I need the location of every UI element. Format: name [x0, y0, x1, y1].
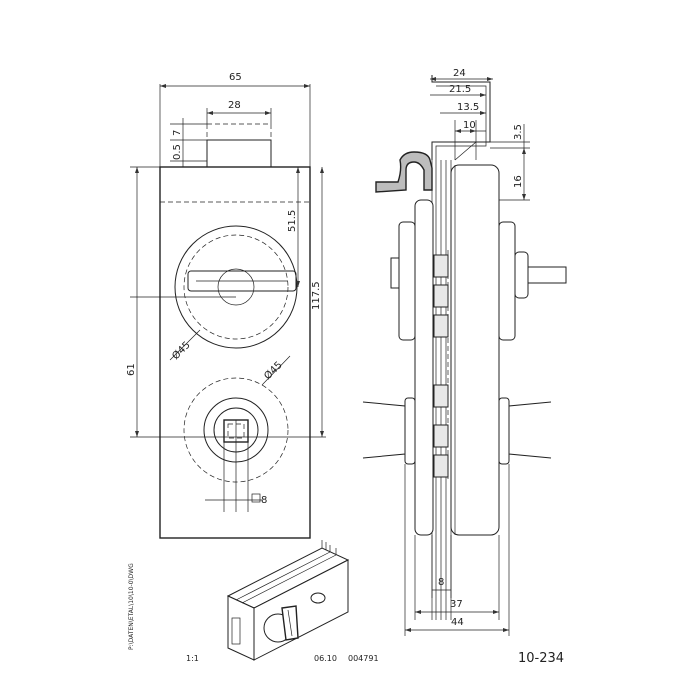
mech-block-2 [433, 284, 449, 308]
spindle-block [206, 139, 272, 168]
dim-center-distance: 61 [126, 363, 137, 376]
turn-knob-shaft [527, 266, 567, 284]
right-rosette-upper [498, 221, 516, 341]
iso-knob-line [287, 609, 293, 637]
mech-block-6 [433, 454, 449, 478]
dim-side-37: 37 [450, 599, 463, 610]
gasket-profile [375, 151, 433, 193]
dim-side-13-5: 13.5 [457, 102, 479, 113]
dim-side-8: 8 [438, 577, 444, 588]
dim-side-24: 24 [453, 68, 466, 79]
dim-depth-51-5: 51.5 [287, 210, 298, 232]
footer-number: 004791 [348, 654, 379, 663]
dim-square: 8 [261, 495, 267, 506]
knob-stub-left [390, 257, 400, 289]
dim-side-10: 10 [463, 120, 476, 131]
footer-code: 10-234 [518, 651, 564, 666]
gasket-clip [431, 75, 491, 160]
lever-handle-right [508, 401, 552, 459]
side-view [362, 75, 567, 620]
turn-knob-hub [217, 268, 255, 306]
housing-left [414, 199, 434, 536]
footer: P:\DATEN\ETAL\10\10-0\DWG 1:1 06.10 0047… [128, 563, 564, 666]
front-view-dimensions: 65 28 7 0.5 51.5 117.5 61 Ø45 [126, 72, 324, 512]
iso-clip-front [231, 617, 241, 645]
turn-knob-side [514, 251, 529, 299]
iso-keyhole [310, 592, 326, 604]
footer-date: 06.10 [314, 654, 337, 663]
isometric-view [226, 540, 350, 661]
mech-block-5 [433, 424, 449, 448]
upper-rosette-outer [174, 225, 298, 349]
dim-front-width: 65 [229, 72, 242, 83]
footer-vertical-note: P:\DATEN\ETAL\10\10-0\DWG [128, 563, 135, 650]
mech-block-1 [433, 254, 449, 278]
left-rosette-upper [398, 221, 416, 341]
dim-side-16: 16 [513, 175, 524, 188]
dim-spindle-offset: 0.5 [172, 144, 183, 160]
mech-block-4 [433, 384, 449, 408]
dim-dia-upper: Ø45 [170, 339, 193, 362]
dim-spindle-height: 7 [172, 130, 183, 136]
dim-side-21-5: 21.5 [449, 84, 471, 95]
iso-glass-slot [235, 545, 337, 604]
lever-rosette-right [498, 397, 510, 465]
front-view [130, 123, 326, 539]
iso-body-side [253, 559, 349, 661]
lever-handle-left [362, 401, 406, 459]
dim-side-44: 44 [451, 617, 464, 628]
dim-spindle-width: 28 [228, 100, 241, 111]
dim-total-height: 117.5 [311, 281, 322, 310]
dim-dia-lower: Ø45 [262, 359, 285, 382]
dim-side-3-5: 3.5 [513, 124, 524, 140]
upper-rosette-dashed [183, 234, 289, 340]
lever-rosette-left [404, 397, 416, 465]
mech-block-3 [433, 314, 449, 338]
housing-right [450, 164, 500, 536]
iso-top-edge [321, 540, 327, 550]
side-view-dimensions: 24 21.5 13.5 10 3.5 16 8 [404, 68, 530, 636]
gasket-clip-inner [435, 85, 487, 160]
footer-scale: 1:1 [186, 654, 199, 663]
